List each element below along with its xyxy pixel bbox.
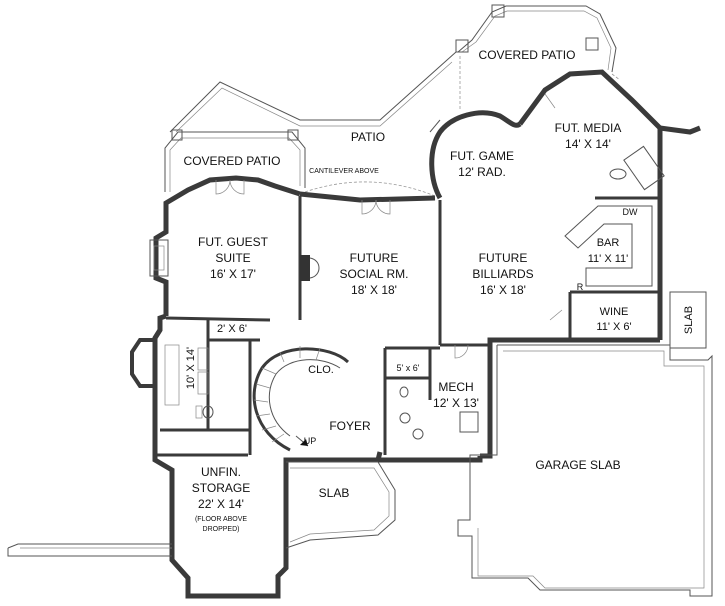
label-patio: PATIO bbox=[351, 130, 385, 144]
exterior-walls bbox=[152, 69, 701, 599]
label-social-size: 18' X 18' bbox=[351, 283, 397, 297]
label-guest-suite: SUITE bbox=[215, 251, 250, 265]
mech-fixtures bbox=[399, 386, 479, 440]
label-slab-center: SLAB bbox=[319, 486, 350, 500]
label-covered-patio-top: COVERED PATIO bbox=[479, 48, 576, 62]
label-storage-unfin: UNFIN. bbox=[201, 465, 241, 479]
label-garage-slab: GARAGE SLAB bbox=[535, 458, 620, 472]
label-storage-size: 22' X 14' bbox=[198, 497, 244, 511]
label-slab-right: SLAB bbox=[683, 306, 695, 334]
label-dw: DW bbox=[623, 207, 638, 217]
label-storage-title: STORAGE bbox=[192, 481, 250, 495]
label-cantilever: CANTILEVER ABOVE bbox=[309, 168, 379, 175]
patio-outline bbox=[169, 51, 457, 133]
bar-counter bbox=[564, 145, 665, 287]
label-mech-title: MECH bbox=[438, 380, 473, 394]
label-bar-size: 11' X 11' bbox=[588, 253, 629, 265]
label-bar-title: BAR bbox=[597, 237, 620, 249]
label-fut-game-title: FUT. GAME bbox=[450, 149, 514, 163]
label-social-title: SOCIAL RM. bbox=[340, 267, 409, 281]
label-closet-small: 2' X 6' bbox=[217, 323, 247, 335]
door-swings bbox=[215, 93, 563, 359]
label-wine-size: 11' X 6' bbox=[596, 321, 631, 333]
center-slab-outline bbox=[285, 461, 396, 549]
label-guest-title: FUT. GUEST bbox=[198, 235, 269, 249]
label-mech-size: 12' X 13' bbox=[433, 396, 479, 410]
label-wine-title: WINE bbox=[600, 306, 629, 318]
garage-slab-outline bbox=[457, 344, 713, 597]
label-guest-size: 16' X 17' bbox=[210, 267, 256, 281]
label-storage-note-2: DROPPED) bbox=[203, 526, 240, 533]
label-r: R bbox=[577, 282, 584, 292]
label-fut-game-size: 12' RAD. bbox=[458, 165, 506, 179]
label-covered-patio-left: COVERED PATIO bbox=[184, 154, 281, 168]
bay-window bbox=[130, 239, 169, 388]
label-fut-media-size: 14' X 14' bbox=[565, 137, 611, 151]
label-clo: CLO. bbox=[308, 364, 334, 376]
label-social-future: FUTURE bbox=[350, 251, 399, 265]
spiral-stair bbox=[252, 346, 350, 452]
label-bath-size: 10' X 14' bbox=[185, 347, 197, 389]
label-billiards-future: FUTURE bbox=[479, 251, 528, 265]
label-foyer: FOYER bbox=[329, 419, 371, 433]
covered-patio-top-outline bbox=[455, 4, 621, 110]
fireplace bbox=[300, 255, 320, 281]
room-labels: COVERED PATIO PATIO COVERED PATIO CANTIL… bbox=[184, 48, 695, 533]
label-billiards-size: 16' X 18' bbox=[480, 283, 526, 297]
left-walkway bbox=[7, 543, 172, 557]
label-mech-closet: 5' x 6' bbox=[397, 363, 420, 373]
covered-patio-left-outline bbox=[164, 129, 436, 197]
label-storage-note-1: (FLOOR ABOVE bbox=[195, 516, 247, 523]
label-fut-media-title: FUT. MEDIA bbox=[555, 121, 622, 135]
label-billiards-title: BILLIARDS bbox=[472, 267, 533, 281]
right-slab-outline bbox=[669, 291, 707, 349]
bath-fixtures bbox=[164, 344, 214, 419]
label-up: UP bbox=[304, 436, 317, 446]
